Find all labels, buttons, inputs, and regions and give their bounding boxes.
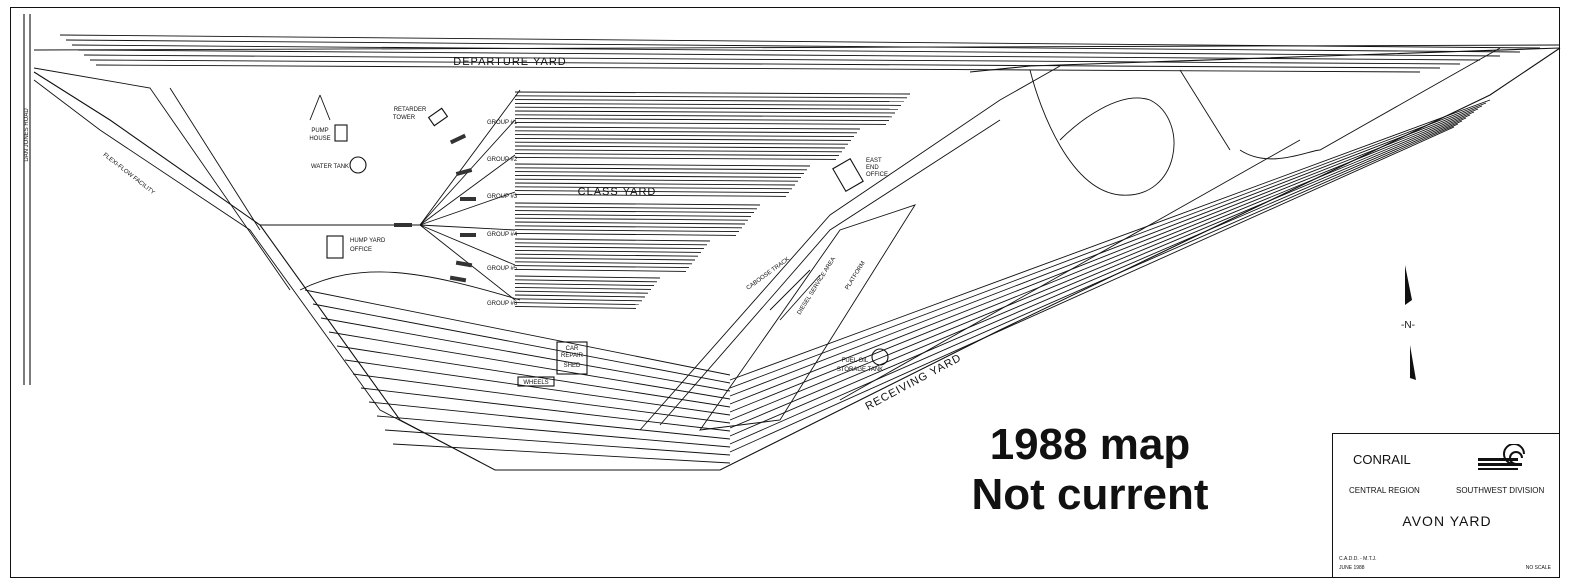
region-label: CENTRAL REGION <box>1349 486 1420 495</box>
car-repair-label-3: SHED <box>564 363 581 369</box>
drawn-by: C.A.D.D. - M.T.J. <box>1339 556 1377 562</box>
title-block: CONRAIL CENTRAL REGION SOUTHWEST DIVISIO… <box>1332 433 1560 578</box>
retarder-tower-label-1: RETARDER <box>394 107 427 113</box>
fuel-oil-label-2: STORAGE TANK <box>837 367 883 373</box>
wheels-label: WHEELS <box>523 380 548 386</box>
pump-house-building <box>334 124 348 142</box>
north-label: -N- <box>1401 320 1415 331</box>
pump-house-label-1: PUMP <box>311 128 328 134</box>
flexi-flow-label: FLEXI-FLOW FACILITY <box>102 152 156 196</box>
yard-outline <box>33 47 1561 471</box>
retarder-tower-building <box>427 107 449 127</box>
fuel-oil-label-1: FUEL OIL <box>842 358 869 364</box>
hump-yard-office-building <box>326 235 344 259</box>
class-yard-tracks <box>514 91 911 309</box>
retarder-tower-label-2: TOWER <box>393 115 416 121</box>
group-4-label: GROUP #4 <box>487 232 518 238</box>
pump-house-label-2: HOUSE <box>309 136 330 142</box>
receiving-yard-tracks <box>304 99 1491 464</box>
departure-yard-tracks <box>33 34 1561 73</box>
map-frame <box>10 7 1560 578</box>
car-repair-label-1: CAR <box>566 346 579 352</box>
east-end-label-2: END <box>866 165 879 171</box>
company-name: CONRAIL <box>1353 452 1411 467</box>
conrail-logo-icon <box>1478 444 1525 470</box>
car-repair-label-2: REPAIR <box>561 353 584 359</box>
hump-yard-office-label-2: OFFICE <box>350 247 372 253</box>
north-arrow: -N- <box>1401 265 1416 380</box>
division-label: SOUTHWEST DIVISION <box>1456 486 1545 495</box>
east-end-label-3: OFFICE <box>866 172 888 178</box>
note-line-1: 1988 map <box>989 420 1191 469</box>
yard-name: AVON YARD <box>1402 513 1492 529</box>
diesel-caboose-tracks <box>639 65 1301 431</box>
group-5-label: GROUP #5 <box>487 266 518 272</box>
retarder-markers <box>394 133 476 283</box>
note-line-2: Not current <box>971 470 1209 519</box>
east-end-office-building <box>832 157 864 193</box>
caboose-track-label: CABOOSE TRACK <box>746 256 791 291</box>
wheels-box <box>517 376 555 387</box>
not-current-note: 1988 map Not current <box>930 420 1250 520</box>
hump-leads <box>260 89 521 301</box>
east-end-label-1: EAST <box>866 158 882 164</box>
car-repair-shed-building <box>556 341 588 375</box>
departure-yard-label: DEPARTURE YARD <box>453 56 566 68</box>
group-2-label: GROUP #2 <box>487 157 518 163</box>
drawing-date: JUNE 1988 <box>1339 565 1365 571</box>
water-tank-circle <box>349 156 367 174</box>
diesel-service-label: DIESEL SERVICE AREA <box>797 256 837 316</box>
receiving-yard-label: RECEIVING YARD <box>863 352 963 413</box>
group-6-label: GROUP #6 <box>487 301 518 307</box>
scale-label: NO SCALE <box>1525 565 1551 571</box>
road-label: DAN JONES ROAD <box>24 108 30 162</box>
group-3-label: GROUP #3 <box>487 194 518 200</box>
buildings <box>326 107 889 387</box>
fuel-oil-tank-circle <box>871 348 889 366</box>
group-1-label: GROUP #1 <box>487 120 518 126</box>
road <box>23 14 31 385</box>
water-tank-label: WATER TANK <box>311 164 349 170</box>
hump-yard-office-label-1: HUMP YARD <box>350 238 386 244</box>
class-yard-label: CLASS YARD <box>578 186 657 198</box>
